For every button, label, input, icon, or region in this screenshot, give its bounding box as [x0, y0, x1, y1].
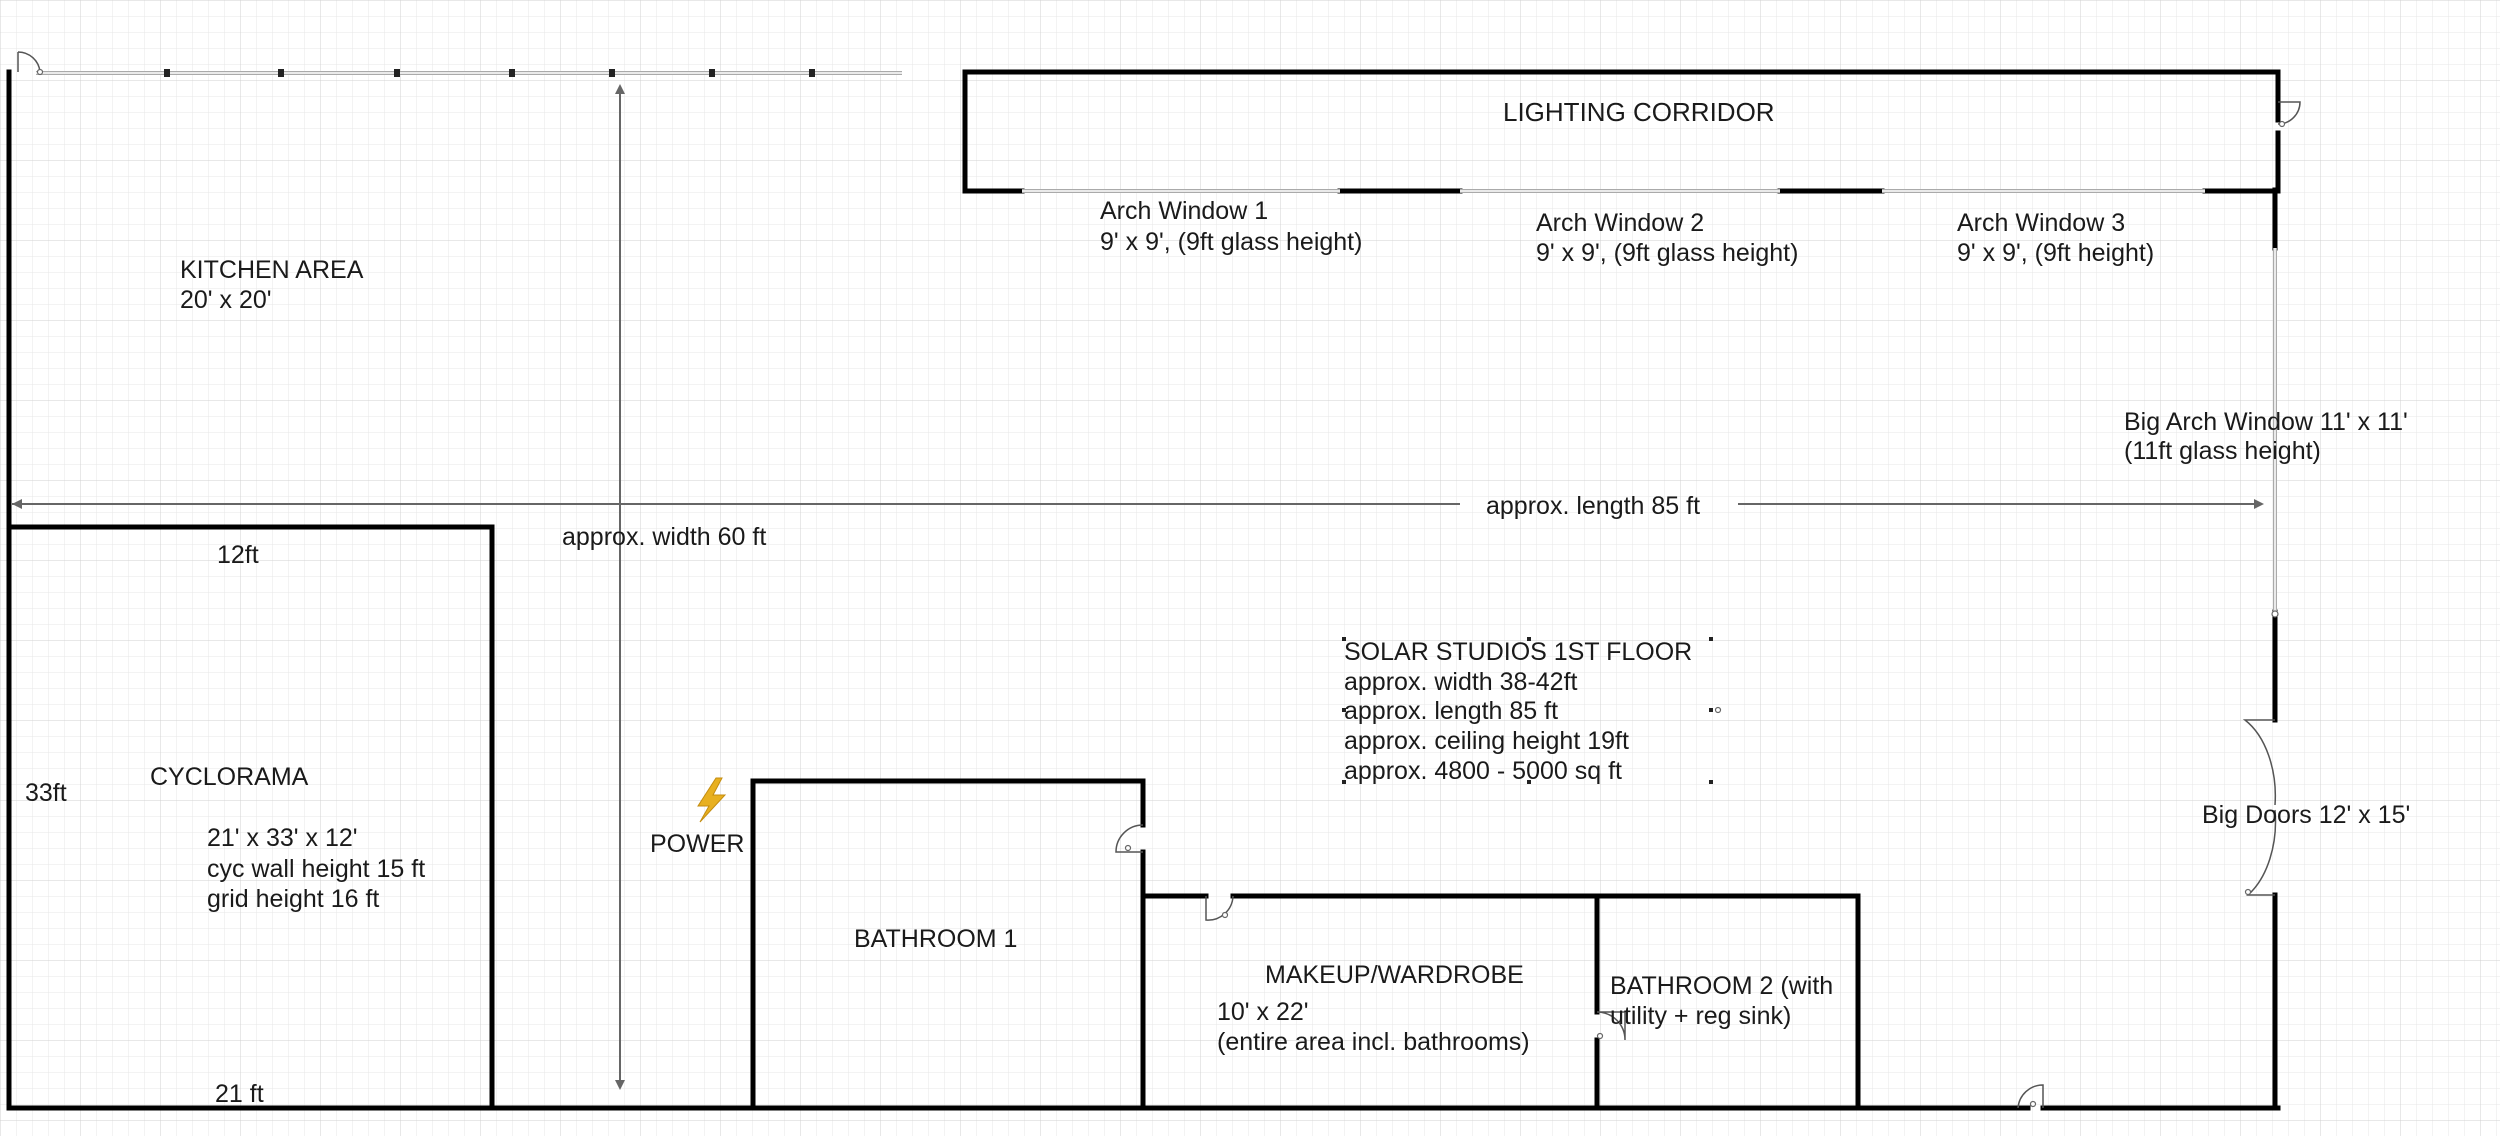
arch-window-2-name: Arch Window 2 [1536, 209, 1704, 237]
arch-window-3-detail: 9' x 9', (9ft height) [1957, 239, 2154, 267]
studio-ceiling: approx. ceiling height 19ft [1344, 727, 1629, 755]
studio-area: approx. 4800 - 5000 sq ft [1344, 757, 1622, 785]
doors [17, 51, 2301, 1109]
cyclorama-top-dimension: 12ft [217, 541, 259, 569]
studio-width: approx. width 38-42ft [1344, 668, 1578, 696]
big-arch-window-label: Big Arch Window 11' x 11' [2124, 408, 2408, 436]
cyclorama-size: 21' x 33' x 12' [207, 824, 358, 852]
dimension-lines [12, 84, 2264, 1090]
length-dimension-label: approx. length 85 ft [1486, 492, 1700, 520]
cyclorama-bottom-dimension: 21 ft [215, 1080, 264, 1108]
bathroom-2-label: BATHROOM 2 (with [1610, 972, 1833, 1000]
cyclorama-side-dimension: 33ft [25, 779, 67, 807]
big-doors-label: Big Doors 12' x 15' [2202, 801, 2410, 829]
makeup-wardrobe-label: MAKEUP/WARDROBE [1265, 961, 1524, 989]
windows [36, 69, 2279, 618]
makeup-wardrobe-size: 10' x 22' [1217, 998, 1309, 1026]
cyclorama-grid-height: grid height 16 ft [207, 885, 379, 913]
bathroom-2-note: utility + reg sink) [1610, 1002, 1791, 1030]
kitchen-size: 20' x 20' [180, 286, 272, 314]
studio-length: approx. length 85 ft [1344, 697, 1558, 725]
power-label: POWER [650, 830, 744, 858]
arch-window-1-name: Arch Window 1 [1100, 197, 1268, 225]
arch-window-2-detail: 9' x 9', (9ft glass height) [1536, 239, 1798, 267]
big-arch-window-detail: (11ft glass height) [2124, 437, 2321, 465]
cyclorama-label: CYCLORAMA [150, 763, 309, 791]
makeup-wardrobe-note: (entire area incl. bathrooms) [1217, 1028, 1530, 1056]
arch-window-1-detail: 9' x 9', (9ft glass height) [1100, 228, 1362, 256]
arch-window-3-name: Arch Window 3 [1957, 209, 2125, 237]
studio-title: SOLAR STUDIOS 1ST FLOOR [1344, 638, 1692, 666]
cyclorama-wall-height: cyc wall height 15 ft [207, 855, 425, 883]
kitchen-label: KITCHEN AREA [180, 256, 364, 284]
bathroom-1-label: BATHROOM 1 [854, 925, 1017, 953]
labels: LIGHTING CORRIDOR Arch Window 1 9' x 9',… [25, 97, 2410, 1108]
lightning-bolt-icon [697, 777, 727, 823]
info-selection-handles [1342, 637, 1722, 784]
width-dimension-label: approx. width 60 ft [562, 523, 766, 551]
walls [6, 69, 2281, 1111]
lighting-corridor-label: LIGHTING CORRIDOR [1503, 97, 1775, 127]
